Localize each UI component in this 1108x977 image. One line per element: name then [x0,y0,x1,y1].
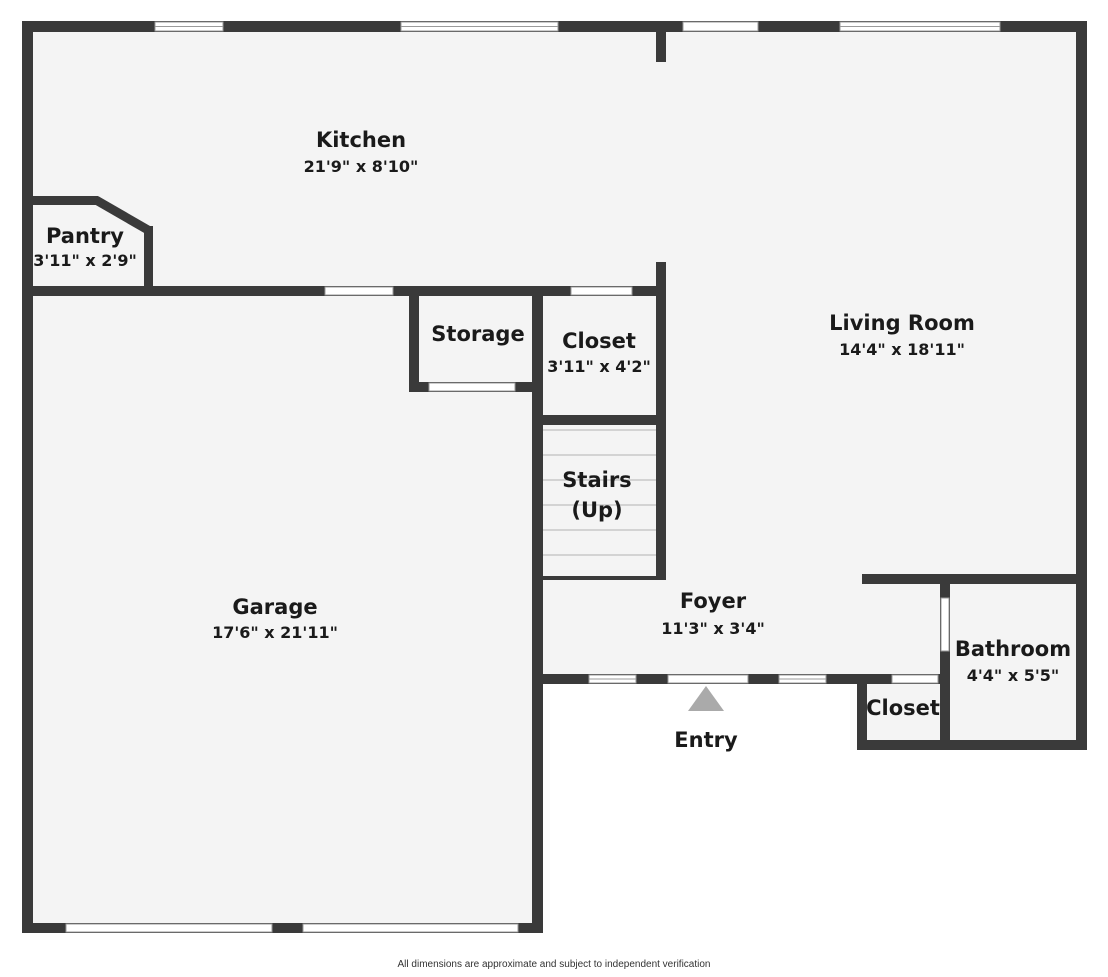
wall-garage-right [532,286,543,933]
garage-door-1 [65,923,273,933]
pantry-dims: 3'11" x 2'9" [33,251,137,270]
storage-floor [414,291,537,387]
wall-kitchen-stub [656,21,666,62]
wall-right [1076,21,1087,750]
closet2-floor [862,679,945,745]
living-label: Living Room [829,311,975,335]
foyer-floor [537,580,945,679]
closet-floor [537,291,660,420]
wall-bath-left [940,574,950,750]
garage-door-2 [302,923,519,933]
disclaimer-text: All dimensions are approximate and subje… [397,959,711,970]
wall-stairs-right [656,415,666,580]
opening-closet-top [570,286,633,296]
stairs-floor [537,420,660,580]
wall-pantry-diag [93,196,151,234]
bathroom-floor [945,580,1081,745]
wall-closet-bottom [532,415,666,425]
wall-storage-left [409,286,419,392]
room-labels: Kitchen 21'9" x 8'10" Pantry 3'11" x 2'9… [33,128,1071,752]
closet1-label: Closet [562,329,636,353]
wall-pantry-right [144,226,153,296]
entry-door-opening [667,674,749,684]
closet2-label: Closet [866,696,940,720]
stairs-label-2: (Up) [571,498,622,522]
pantry-floor [27,200,148,291]
bathroom-label: Bathroom [955,637,1071,661]
windows [65,21,1001,933]
floor-areas [27,26,1081,928]
stairs-label: Stairs [562,468,631,492]
entry-arrow-icon [688,686,724,711]
upper-floor-area [27,26,1081,580]
wall-bottom-right [857,740,1087,750]
opening-closet2 [891,674,939,684]
pantry-label: Pantry [46,224,124,248]
living-dims: 14'4" x 18'11" [839,340,965,359]
kitchen-dims: 21'9" x 8'10" [304,157,419,176]
wall-stairs-bottom [537,576,666,580]
window-living-1 [682,21,759,32]
kitchen-label: Kitchen [316,128,406,152]
garage-dims: 17'6" x 21'11" [212,623,338,642]
stair-treads [543,429,656,556]
opening-storage-bottom [428,382,516,392]
wall-left [22,21,33,933]
wall-living-left-upper [656,262,666,420]
wall-closet2-left [857,674,867,750]
foyer-dims: 11'3" x 3'4" [661,619,765,638]
wall-garage-bottom [22,923,543,933]
wall-pantry-top [22,196,98,205]
garage-floor [27,291,537,928]
foyer-label: Foyer [680,589,747,613]
closet1-dims: 3'11" x 4'2" [547,357,651,376]
wall-living-bottom [862,574,1087,584]
garage-label: Garage [232,595,317,619]
bathroom-dims: 4'4" x 5'5" [967,666,1059,685]
opening-bath [940,597,950,652]
opening-garage-kitchen [324,286,394,296]
storage-label: Storage [431,322,524,346]
entry-label: Entry [674,728,738,752]
